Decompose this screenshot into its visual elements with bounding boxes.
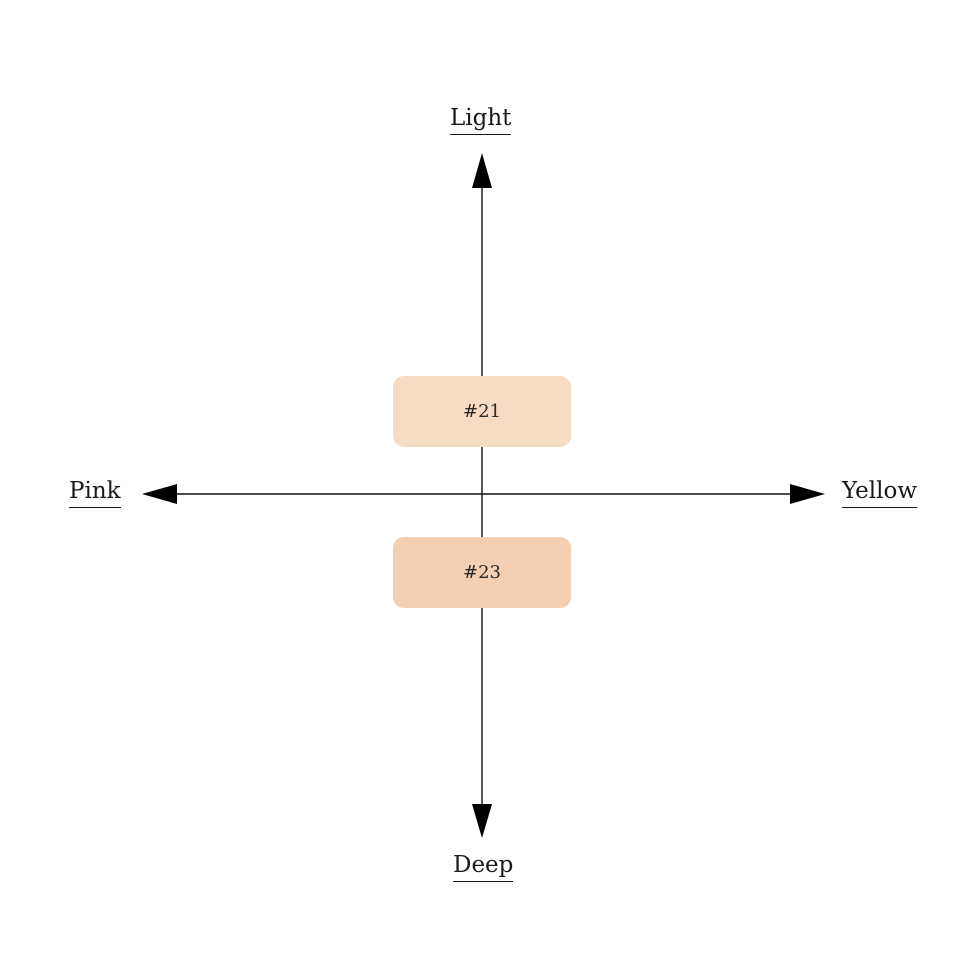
axis-label-yellow: Yellow: [842, 478, 918, 509]
arrow-down-icon: [472, 804, 492, 838]
arrow-left-icon: [142, 484, 177, 504]
axis-label-light: Light: [450, 105, 512, 136]
arrow-right-icon: [790, 484, 825, 504]
shade-swatch-21: #21: [393, 376, 571, 447]
axis-label-pink: Pink: [69, 478, 121, 509]
axis-label-deep: Deep: [453, 852, 514, 883]
shade-swatch-23: #23: [393, 537, 571, 608]
shade-label: #23: [463, 562, 501, 583]
arrow-up-icon: [472, 153, 492, 188]
shade-label: #21: [463, 401, 501, 422]
